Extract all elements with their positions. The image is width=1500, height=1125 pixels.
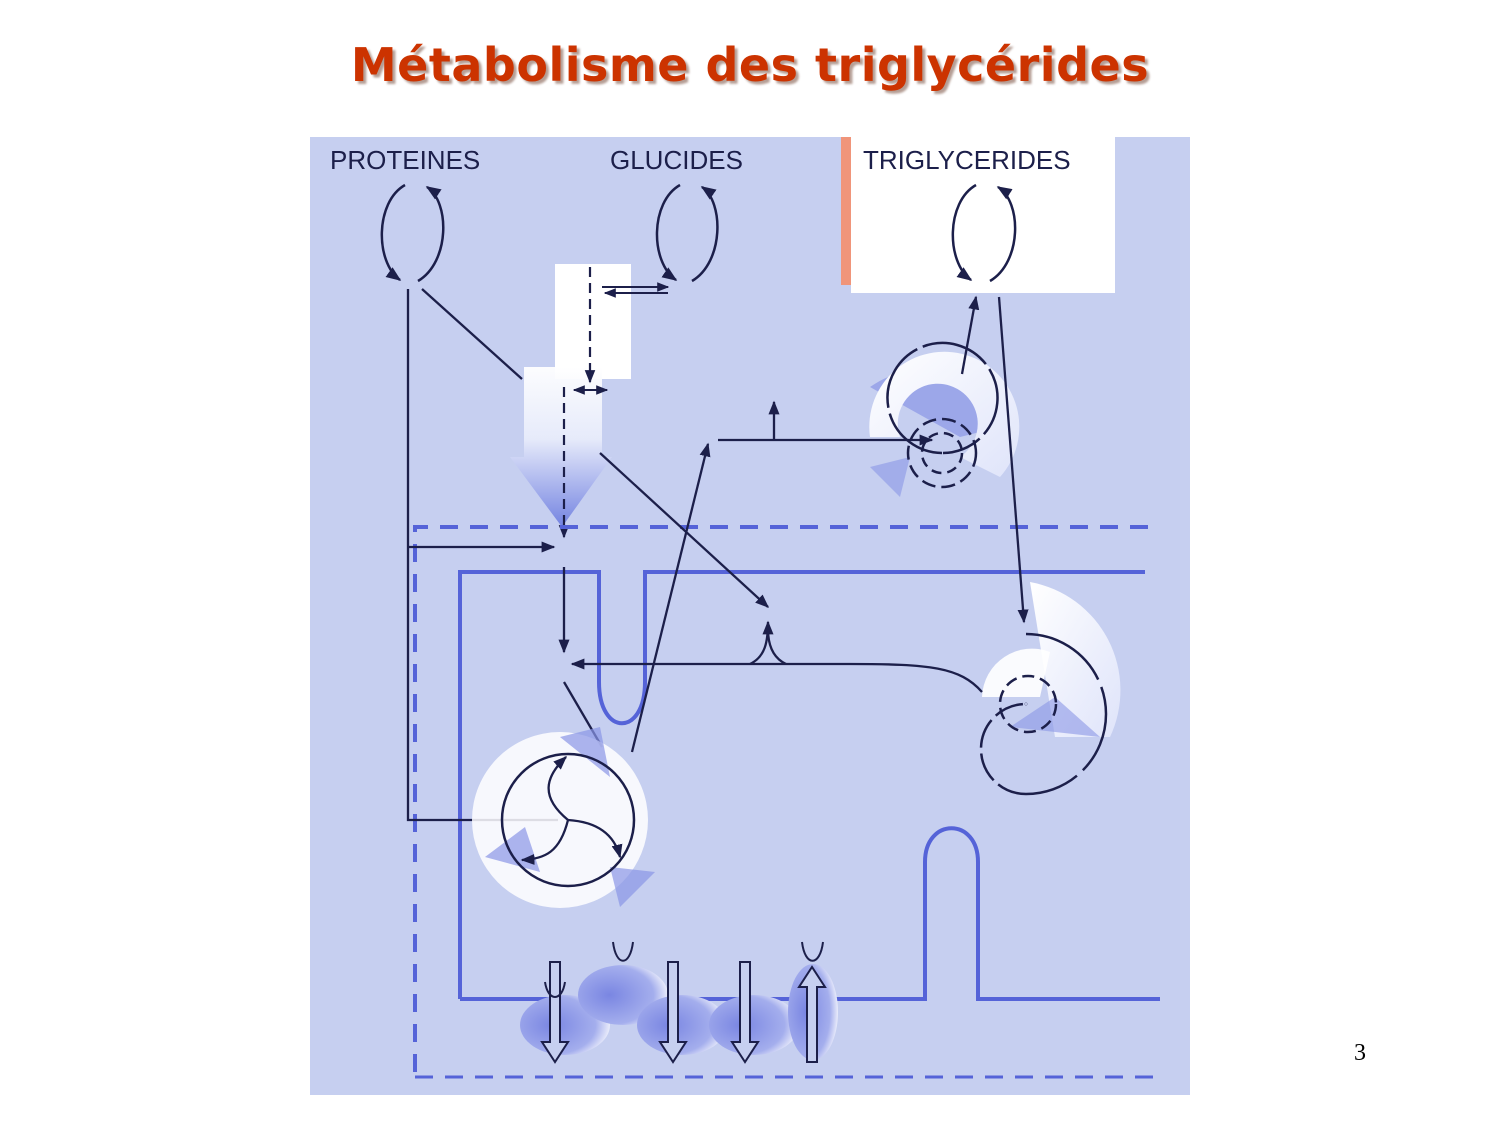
membrane-transporters xyxy=(520,941,838,1064)
right-spiral-cycle xyxy=(979,582,1121,796)
triglyceride-metabolism-diagram: PROTEINES GLUCIDES TRIGLYCERIDES xyxy=(310,137,1190,1095)
upper-spiral-cycle xyxy=(869,295,1020,497)
triglycerides-cycle xyxy=(951,183,1017,283)
cell-membrane-outline xyxy=(458,570,1145,999)
membrane-bottom xyxy=(460,826,1160,1001)
carbohydrates-cycle xyxy=(655,183,719,283)
proteins-cycle xyxy=(380,183,445,283)
label-carbohydrates: GLUCIDES xyxy=(610,145,743,175)
label-proteins: PROTEINES xyxy=(330,145,480,175)
central-downward-flux-arrow xyxy=(510,264,631,527)
label-triglycerides: TRIGLYCERIDES xyxy=(863,145,1071,175)
page-number: 3 xyxy=(1354,1040,1366,1066)
slide-title: Métabolisme des triglycérides xyxy=(350,38,1150,92)
dashed-compartment-boundary xyxy=(413,525,1160,1072)
lower-three-way-cycle xyxy=(472,727,655,908)
triglycerides-box xyxy=(841,137,1115,293)
